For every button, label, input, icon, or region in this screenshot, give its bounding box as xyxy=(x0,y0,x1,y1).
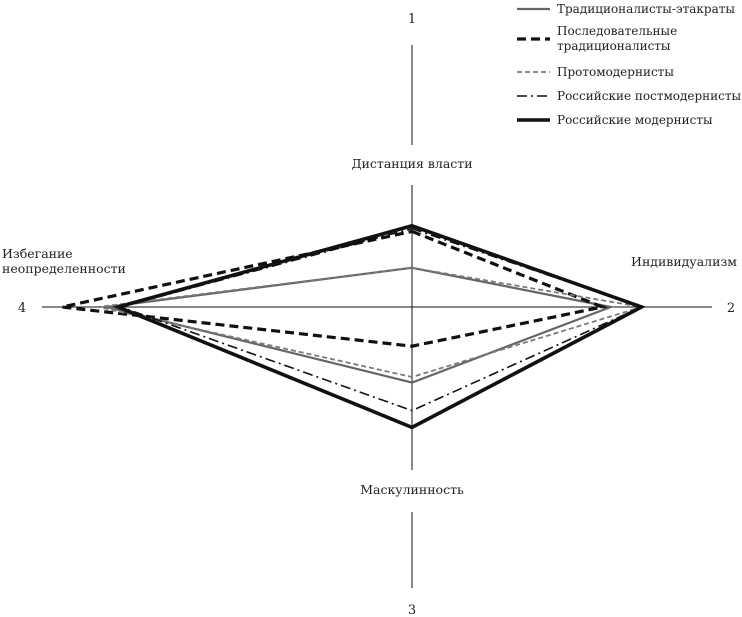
axis-number-1: 1 xyxy=(408,12,416,27)
legend-label-3: Протомодернисты xyxy=(557,65,674,79)
series-line-5 xyxy=(112,223,647,430)
legend-label-2: Последовательные xyxy=(557,24,677,38)
legend-label-4: Российские постмодернисты xyxy=(557,89,742,103)
legend-label-1: Традиционалисты-этакраты xyxy=(557,2,735,16)
axis-label-masculinity: Маскулинность xyxy=(360,482,464,497)
axis-number-2: 2 xyxy=(727,301,735,316)
legend-label-5: Российские модернисты xyxy=(557,113,713,127)
axis-label-power-distance: Дистанция власти xyxy=(351,156,472,171)
series-line-4 xyxy=(118,227,644,412)
legend-label-2: традиционалисты xyxy=(557,39,671,53)
axis-number-3: 3 xyxy=(408,603,416,617)
axis-label-uncertainty-avoidance: неопределенности xyxy=(2,261,126,276)
axis-label-uncertainty-avoidance: Избегание xyxy=(2,246,73,261)
axis-label-individualism: Индивидуализм xyxy=(631,254,737,269)
series-line-3 xyxy=(98,266,642,378)
axis-number-4: 4 xyxy=(18,301,26,316)
series-line-2 xyxy=(61,229,608,348)
